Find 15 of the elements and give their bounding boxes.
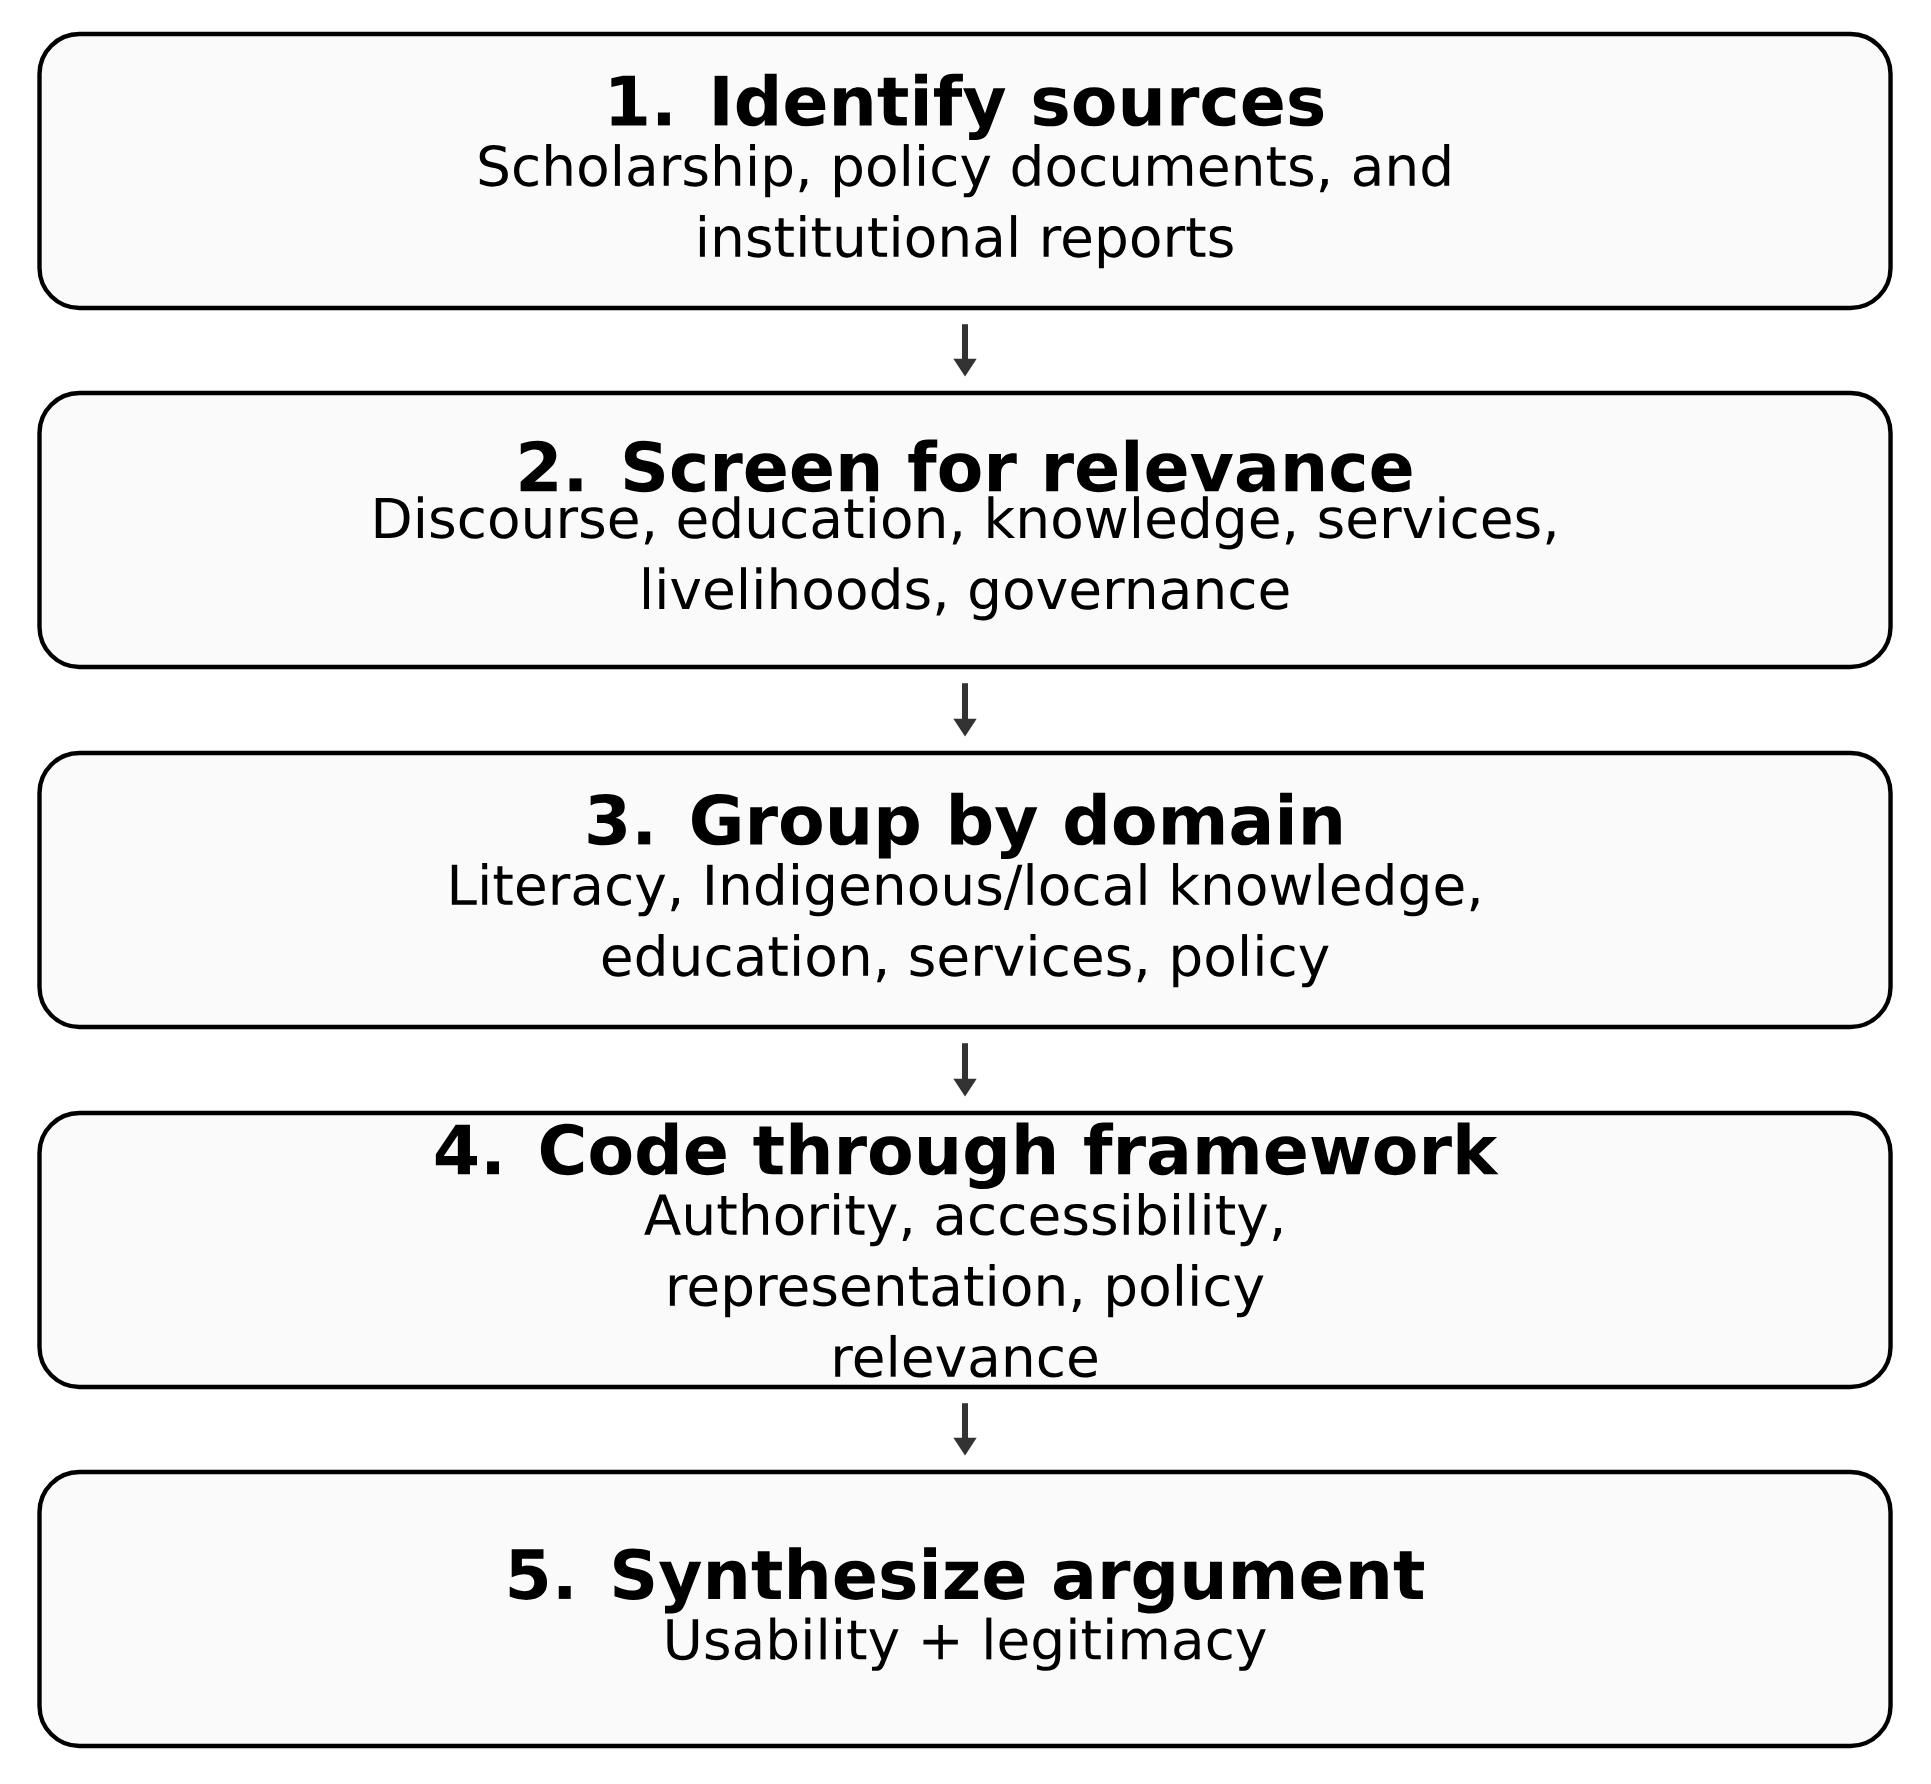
step-title: 4. Code through framework — [435, 1122, 1499, 1189]
step-description: Discourse, education, knowledge, services, livelihoods, governance — [375, 496, 1555, 621]
step-title: 3. Group by domain — [588, 792, 1341, 860]
process-box — [37, 1110, 1893, 1390]
step-description: Authority, accessibility, representation, policy relevance — [644, 1192, 1281, 1378]
step-title: 2. Screen for relevance — [520, 439, 1412, 493]
process-box — [37, 31, 1893, 311]
step-description: Usability + legitimacy — [667, 1617, 1266, 1671]
step-title: 1. Identify sources — [611, 73, 1324, 141]
step-description: Literacy, Indigenous/local knowledge, education, services, policy — [451, 863, 1479, 988]
step-description: Scholarship, policy documents, and institutional reports — [479, 144, 1450, 269]
process-box — [37, 1469, 1893, 1749]
process-box — [37, 390, 1893, 670]
step-title: 5. Synthesize argument — [509, 1547, 1424, 1614]
process-box — [37, 750, 1893, 1030]
